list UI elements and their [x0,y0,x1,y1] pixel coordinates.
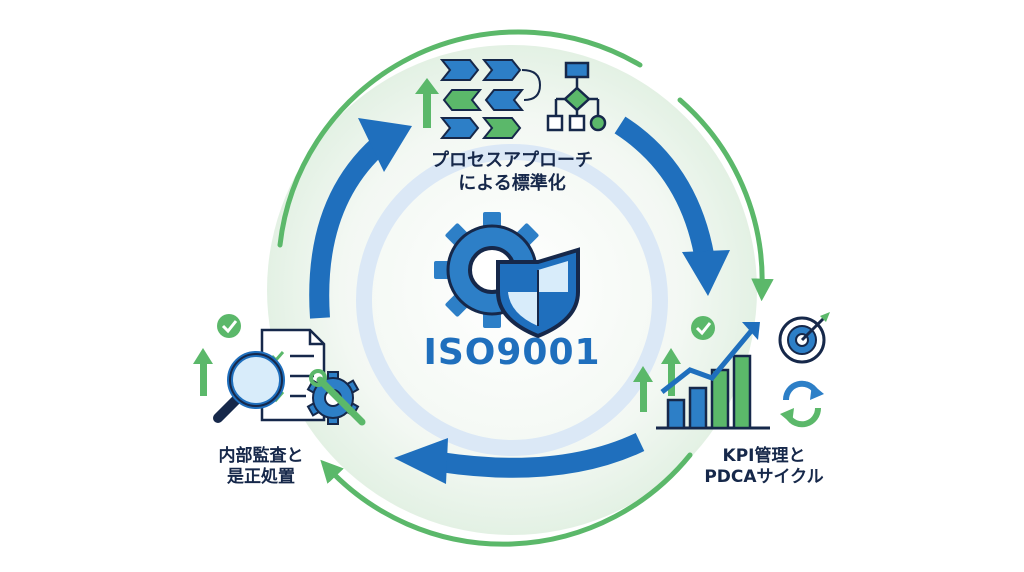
wrench-gear-icon [306,369,366,426]
inner-ring [356,144,668,456]
node-label-right: KPI管理と PDCAサイクル [686,446,842,489]
bar-chart-icon [656,322,770,430]
target-icon [778,312,830,364]
check-icon [691,316,715,340]
node-label-right-line1: KPI管理と [722,446,806,466]
up-arrow-icon [193,348,213,396]
node-label-right-line2: PDCAサイクル [704,467,824,488]
check-icon [217,314,241,338]
flowchart-icon [546,61,607,132]
magnifier-icon [213,351,285,423]
blue-arrow-left-head [358,118,412,172]
refresh-cycle-icon [780,380,824,428]
blue-arrow-bottom-body [438,432,645,478]
shield-icon [496,247,580,339]
blue-arrow-right-head [682,250,730,296]
node-label-left: 内部監査と 是正処置 [196,446,326,489]
outer-green-arc-top [277,29,643,248]
node-label-left-line2: 是正処置 [227,467,295,488]
blue-arrow-right-body [614,116,715,262]
up-arrow-icon [415,78,439,128]
up-arrow-icon [633,348,681,412]
node-label-top-line1: プロセスアプローチ [431,150,593,171]
blue-arrow-left-body [309,132,392,319]
center-title: ISO9001 [423,332,601,373]
node-label-left-line1: 内部監査と [218,446,304,466]
blue-arrow-bottom-head [394,438,448,484]
process-flow-icon [439,59,542,139]
node-label-top: プロセスアプローチ による標準化 [412,150,612,195]
node-label-top-line2: による標準化 [458,172,566,194]
outer-green-arc-right [677,97,774,302]
outer-green-arc-bottom [320,452,693,547]
